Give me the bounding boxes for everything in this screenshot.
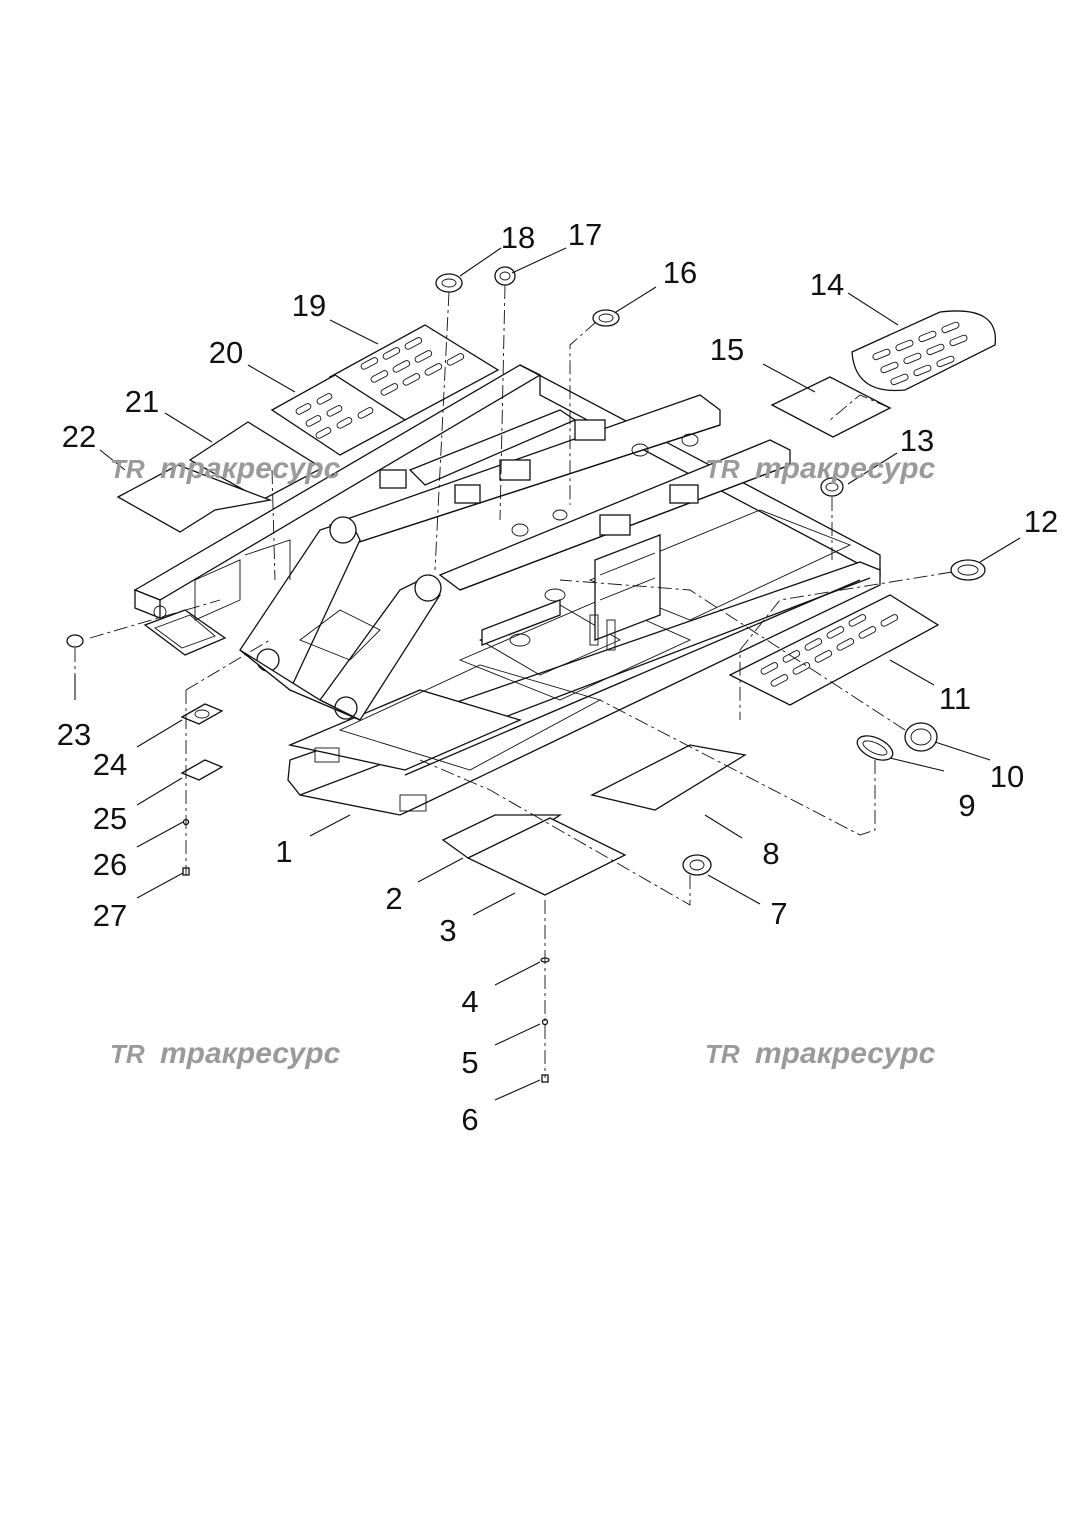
part-16-grommet: [592, 309, 620, 327]
callout-1: 1: [275, 834, 292, 869]
callout-17: 17: [568, 217, 602, 252]
callout-23: 23: [57, 717, 91, 752]
watermark-logo: TR: [705, 1039, 740, 1069]
part-12-grommet: [950, 559, 986, 581]
callout-9: 9: [958, 788, 975, 823]
part-18-grommet: [435, 273, 463, 293]
watermark-text: тракресурс: [160, 452, 341, 485]
leader-lines: [74, 247, 1021, 1101]
callout-5: 5: [461, 1045, 478, 1080]
callout-13: 13: [900, 423, 934, 458]
part-25-plate: [180, 759, 224, 781]
watermark-logo: TR: [705, 454, 740, 484]
watermark-bottom-left: TR тракресурс: [110, 1037, 341, 1070]
part-8-plate: [590, 744, 747, 811]
part-21-plate: [188, 421, 324, 501]
callout-19: 19: [292, 288, 326, 323]
assembly-lines: [74, 284, 953, 1078]
part-22-plate: [116, 464, 273, 533]
callout-21: 21: [125, 384, 159, 419]
watermark-text: тракресурс: [755, 452, 936, 485]
part-14-perforated-cover: [851, 310, 996, 392]
callout-18: 18: [501, 220, 535, 255]
callout-6: 6: [461, 1102, 478, 1137]
callout-16: 16: [663, 255, 697, 290]
part-11-perforated-cover: [728, 594, 940, 706]
watermark-top-right: TR тракресурс: [705, 452, 936, 485]
callout-15: 15: [710, 332, 744, 367]
part-3-plate: [466, 817, 627, 896]
main-frame: [133, 364, 881, 816]
callout-25: 25: [93, 801, 127, 836]
watermark-text: тракресурс: [755, 1037, 936, 1070]
part-10-ring: [904, 722, 938, 752]
part-9-seal: [856, 735, 894, 761]
callout-2: 2: [385, 881, 402, 916]
callout-12: 12: [1024, 504, 1058, 539]
callouts: 1 2 3 4 5 6 7 8 9 10 11 12 13 14 15 16 1…: [57, 217, 1058, 1137]
watermark-text: тракресурс: [160, 1037, 341, 1070]
callout-27: 27: [93, 898, 127, 933]
callout-11: 11: [939, 681, 971, 716]
part-23-cap: [66, 634, 84, 648]
callout-7: 7: [770, 896, 787, 931]
watermark-logo: TR: [110, 454, 145, 484]
part-24-gasket: [180, 703, 224, 725]
callout-3: 3: [439, 913, 456, 948]
callout-26: 26: [93, 847, 127, 882]
watermark-bottom-right: TR тракресурс: [705, 1037, 936, 1070]
part-20-perforated-cover: [270, 374, 407, 456]
callout-4: 4: [461, 984, 478, 1019]
callout-14: 14: [810, 267, 844, 302]
callout-20: 20: [209, 335, 243, 370]
part-13-grommet: [820, 477, 844, 497]
callout-22: 22: [62, 419, 96, 454]
part-7-grommet: [682, 854, 712, 876]
watermark-top-left: TR тракресурс: [110, 452, 341, 485]
callout-24: 24: [93, 747, 127, 782]
watermark-logo: TR: [110, 1039, 145, 1069]
callout-10: 10: [990, 759, 1024, 794]
callout-8: 8: [762, 836, 779, 871]
part-17-grommet: [494, 266, 516, 286]
